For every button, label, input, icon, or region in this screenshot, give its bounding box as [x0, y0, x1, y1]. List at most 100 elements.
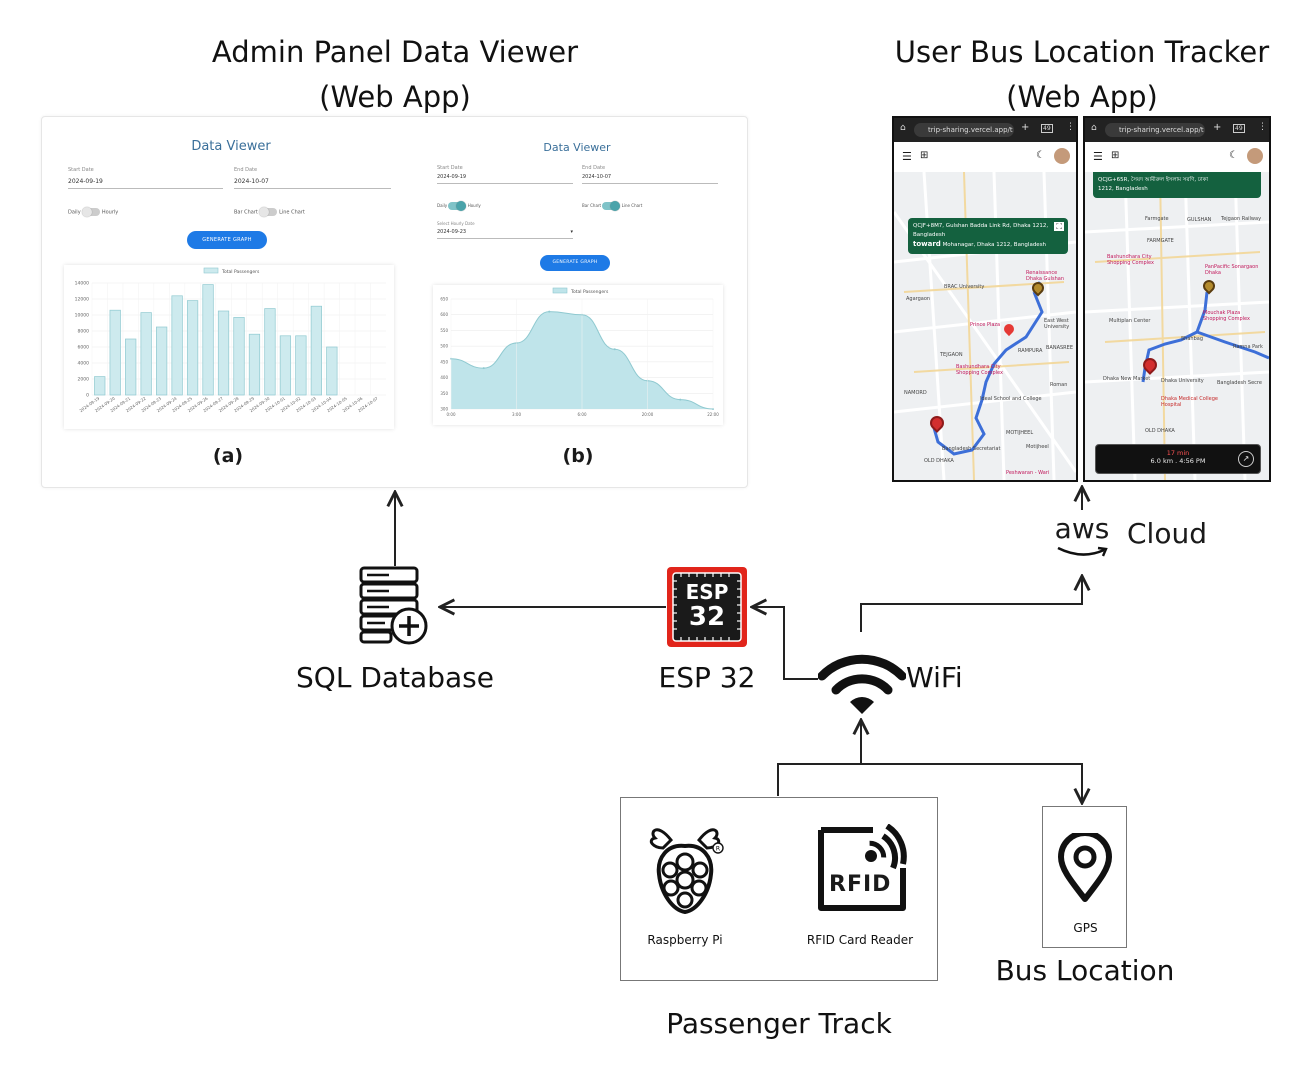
url-bar[interactable]: trip-sharing.vercel.app/t [914, 123, 1014, 137]
sql-database-label: SQL Database [296, 661, 494, 694]
chart-type-toggle[interactable]: Bar Chart Line Chart [582, 201, 642, 211]
toggle-switch[interactable] [602, 201, 621, 211]
map-view[interactable]: QCJG+65R, সৈয়দ আমীরুল ইসলাম সরণি, ঢাকা1… [1085, 172, 1269, 480]
map-place-label: East West University [1044, 318, 1070, 330]
hamburger-icon[interactable]: ☰ [1093, 150, 1103, 163]
y-tick-label: 300 [440, 407, 448, 412]
rfid-icon-text: RFID [829, 872, 892, 897]
map-place-label: Dhaka New Market [1103, 376, 1151, 382]
toggle-left-label: Daily [437, 203, 448, 208]
tracker-title: User Bus Location Tracker (Web App) [882, 30, 1282, 120]
url-bar[interactable]: trip-sharing.vercel.app/t [1105, 123, 1205, 137]
menu-dots-icon[interactable]: ⋮ [1066, 122, 1075, 132]
map-place-label: Dhaka University [1161, 378, 1204, 384]
y-tick-label: 2000 [78, 377, 90, 383]
map-place-label: PanPacific Sonargaon Dhaka [1205, 264, 1259, 276]
end-date-field[interactable]: 2024-10-07 [234, 178, 391, 189]
map-place-label: Mouchak Plaza Shopping Complex [1203, 310, 1251, 322]
data-viewer-b: Data Viewer Start Date 2024-09-19 End Da… [427, 127, 737, 437]
hamburger-icon[interactable]: ☰ [902, 150, 912, 163]
map-view[interactable]: Renaissance Dhaka Gulshan BRAC Universit… [894, 172, 1076, 480]
start-date-field[interactable]: 2024-09-19 [437, 174, 573, 184]
cloud-label: Cloud [1127, 517, 1207, 550]
toggle-switch[interactable] [448, 201, 467, 211]
tabs-icon[interactable]: 49 [1233, 124, 1245, 133]
bus-location-label: Bus Location [995, 954, 1175, 987]
tabs-icon[interactable]: 49 [1041, 124, 1053, 133]
dark-mode-icon[interactable]: ☾ [1229, 150, 1238, 161]
map-place-label: NAMORD [904, 390, 927, 396]
map-place-label: Renaissance Dhaka Gulshan [1026, 270, 1064, 282]
rfid-card-reader-label: RFID Card Reader [806, 933, 914, 947]
chart-type-toggle[interactable]: Bar Chart Line Chart [234, 207, 305, 217]
tracker-phone-1: ⌂ trip-sharing.vercel.app/t + 49 ⋮ ☰ ⊞ ☾… [892, 116, 1078, 482]
passenger-track-box: R Raspberry Pi RFID RFID Card Reader [620, 797, 938, 981]
map-place-label: GULSHAN [1187, 217, 1212, 223]
recenter-icon[interactable]: ↗ [1238, 451, 1254, 467]
eta-minutes: 17 min [1166, 449, 1190, 457]
map-place-label: Motijheel [1026, 444, 1049, 450]
bar [295, 335, 307, 396]
daily-hourly-toggle[interactable]: Daily Hourly [437, 201, 481, 211]
bar [109, 309, 121, 396]
toggle-left-label: Bar Chart [582, 203, 602, 208]
map-place-label: Roman [1050, 382, 1068, 388]
map-place-label: Peshwaran - Wari [1006, 470, 1050, 476]
avatar[interactable] [1247, 148, 1263, 164]
map-place-label: Shahbag [1181, 336, 1203, 342]
x-tick-label: 20:00 [642, 412, 654, 417]
home-icon[interactable]: ⌂ [1091, 123, 1097, 133]
start-date-label: Start Date [68, 167, 94, 173]
eta-details: 6.0 km . 4:56 PM [1150, 457, 1206, 465]
bar [202, 284, 214, 396]
tracker-title-line1: User Bus Location Tracker [894, 35, 1270, 69]
admin-panel-screens: Data Viewer Start Date 2024-09-19 End Da… [41, 116, 748, 488]
legend-label: Total Passengers [570, 289, 609, 295]
new-tab-icon[interactable]: + [1213, 122, 1222, 133]
fullscreen-icon[interactable]: ⛶ [1054, 222, 1064, 231]
y-tick-label: 500 [440, 344, 448, 349]
app-bar: ☰ ⊞ ☾ [894, 142, 1076, 172]
toggle-switch[interactable] [82, 207, 101, 217]
daily-hourly-toggle[interactable]: Daily Hourly [68, 207, 119, 217]
generate-graph-button[interactable]: GENERATE GRAPH [540, 255, 610, 271]
avatar[interactable] [1054, 148, 1070, 164]
select-hourly-label: Select Hourly Date [437, 221, 475, 226]
data-point [548, 310, 551, 313]
toggle-switch[interactable] [259, 207, 278, 217]
arrow-wifi-to-cloud [860, 576, 1082, 632]
start-date-field[interactable]: 2024-09-19 [68, 178, 223, 189]
map-place-label: BRAC University [944, 284, 985, 290]
data-point [613, 348, 616, 351]
new-tab-icon[interactable]: + [1021, 122, 1030, 133]
generate-graph-button[interactable]: GENERATE GRAPH [187, 231, 267, 249]
bar [140, 312, 152, 396]
tracker-phone-2: ⌂ trip-sharing.vercel.app/t + 49 ⋮ ☰ ⊞ ☾… [1083, 116, 1271, 482]
aws-logo: aws [1052, 514, 1112, 564]
menu-dots-icon[interactable]: ⋮ [1258, 122, 1267, 132]
end-date-field[interactable]: 2024-10-07 [582, 174, 718, 184]
area-chart: Total Passengers300350400450500550600650… [440, 287, 719, 417]
map-place-label: Bangladesh Secretariat [942, 446, 1001, 452]
x-tick-label: 6:00 [578, 412, 587, 417]
home-icon[interactable]: ⌂ [900, 123, 906, 133]
app-bar: ☰ ⊞ ☾ [1085, 142, 1269, 172]
map-place-label: Prince Plaza [970, 322, 1001, 328]
toggle-right-label: Hourly [101, 209, 119, 216]
bar [248, 333, 261, 396]
bar [186, 300, 199, 396]
toggle-left-label: Daily [68, 209, 81, 216]
y-tick-label: 650 [440, 297, 448, 302]
data-point [679, 398, 682, 401]
y-tick-label: 12000 [75, 297, 89, 303]
url-text: trip-sharing.vercel.app/t [928, 126, 1013, 134]
database-server-icon [359, 566, 428, 645]
select-hourly-field[interactable]: 2024-09-23 ▾ [437, 229, 573, 239]
aws-logo-text: aws [1054, 512, 1110, 545]
y-tick-label: 14000 [75, 281, 89, 287]
svg-text:R: R [716, 846, 720, 853]
rfid-reader-icon: RFID [817, 823, 907, 912]
end-date-label: End Date [234, 167, 258, 173]
dark-mode-icon[interactable]: ☾ [1036, 150, 1045, 161]
legend-label: Total Passengers [221, 269, 260, 275]
